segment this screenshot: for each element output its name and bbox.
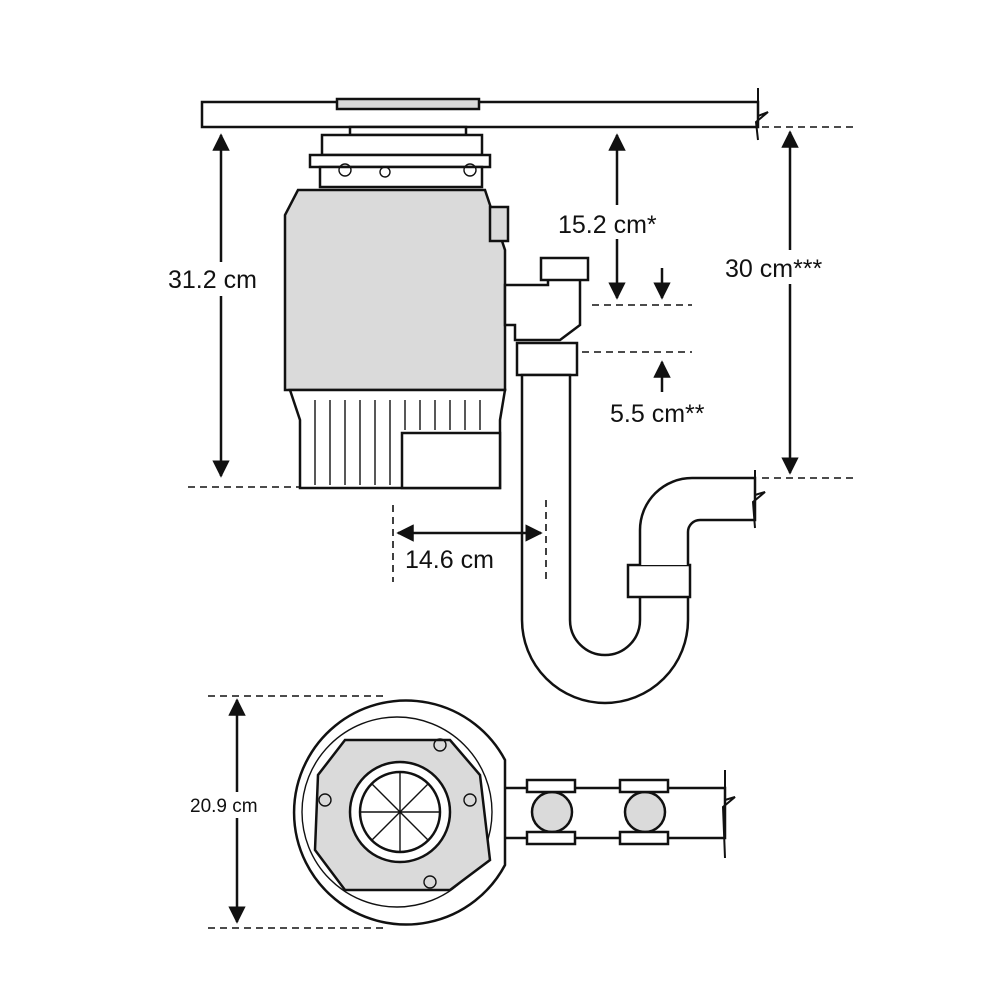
dimension-inlet-drop: 15.2 cm* [555, 133, 692, 306]
dimension-height: 31.2 cm [165, 133, 300, 488]
diameter-label: 20.9 cm [190, 796, 258, 817]
drain-trap [503, 256, 766, 705]
disposal-body [283, 188, 510, 490]
horizontal-offset-label: 14.6 cm [405, 546, 494, 574]
dimension-diameter: 20.9 cm [188, 695, 385, 929]
height-label: 31.2 cm [168, 266, 257, 294]
top-view [292, 699, 736, 926]
sink-flange [308, 97, 492, 189]
inlet-drop-label: 15.2 cm* [558, 211, 657, 239]
dimension-outlet-offset: 5.5 cm** [582, 351, 705, 428]
dimension-drain-height: 30 cm*** [722, 126, 860, 479]
dimension-horizontal-offset: 14.6 cm [392, 500, 547, 582]
countertop [200, 88, 769, 141]
outlet-offset-label: 5.5 cm** [610, 400, 705, 428]
drain-height-label: 30 cm*** [725, 255, 823, 283]
